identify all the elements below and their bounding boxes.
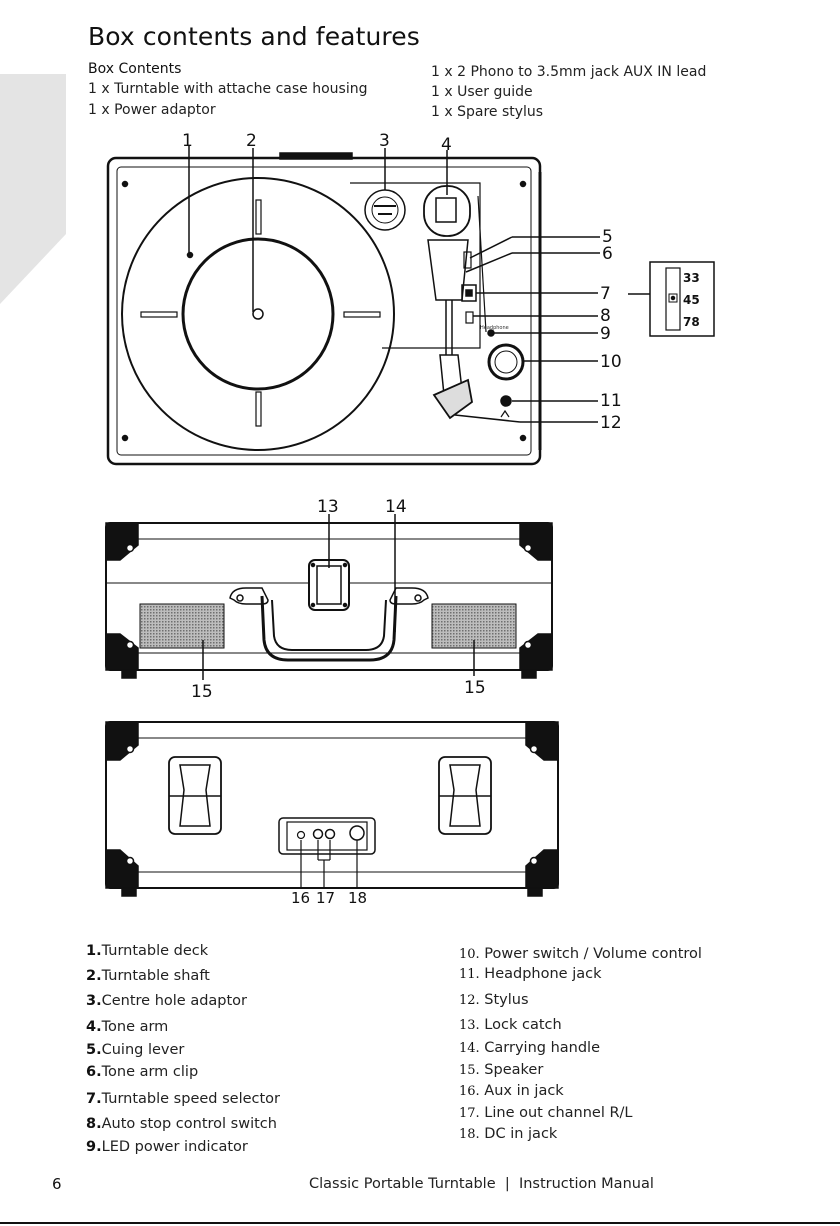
legend-item: 8.Auto stop control switch (86, 1116, 277, 1132)
page-number: 6 (52, 1175, 62, 1193)
legend-item: 3.Centre hole adaptor (86, 993, 248, 1009)
callout-11: 11 (600, 391, 622, 411)
legend-item: 11. Headphone jack (459, 966, 602, 982)
legend-item: 4.Tone arm (86, 1019, 169, 1035)
callout-4: 4 (441, 135, 452, 155)
callout-16: 16 (291, 889, 310, 907)
front-view-diagram (105, 514, 553, 680)
legend-item: 13. Lock catch (459, 1017, 562, 1033)
callout-10: 10 (600, 352, 622, 372)
page-title: Box contents and features (88, 22, 420, 51)
legend-item: 14. Carrying handle (459, 1040, 601, 1056)
callout-17: 17 (316, 889, 335, 907)
footer-product: Classic Portable Turntable (309, 1176, 496, 1192)
legend-item: 15. Speaker (459, 1062, 544, 1078)
speed-option-33: 33 (683, 271, 700, 285)
callout-18: 18 (348, 889, 367, 907)
speed-option-45: 45 (683, 293, 700, 307)
back-view-diagram (105, 721, 559, 897)
callout-13: 13 (317, 497, 339, 517)
box-item: 1 x Turntable with attache case housing (88, 81, 368, 97)
callout-6: 6 (602, 244, 613, 264)
bottom-rule (0, 1222, 840, 1224)
callout-12: 12 (600, 413, 622, 433)
legend-item: 17. Line out channel R/L (459, 1105, 633, 1121)
legend-item: 1.Turntable deck (86, 943, 209, 959)
legend-item: 12. Stylus (459, 992, 529, 1008)
box-item: 1 x 2 Phono to 3.5mm jack AUX IN lead (431, 64, 707, 80)
top-view-diagram (106, 146, 715, 466)
legend-item: 5.Cuing lever (86, 1042, 185, 1058)
box-item: 1 x Spare stylus (431, 104, 544, 120)
callout-3: 3 (379, 131, 390, 151)
box-contents-heading: Box Contents (88, 61, 182, 77)
panel-label: Headphone (480, 325, 509, 331)
legend-item: 10. Power switch / Volume control (459, 946, 702, 962)
side-tab-decoration (0, 74, 66, 304)
callout-15-right: 15 (464, 678, 486, 698)
legend-item: 18. DC in jack (459, 1126, 558, 1142)
legend-item: 16. Aux in jack (459, 1083, 564, 1099)
turntable-diagrams: 33 45 78 Headphone 1 2 3 4 5 6 7 8 9 10 … (105, 131, 715, 907)
callout-5: 5 (602, 227, 613, 247)
legend-item: 2.Turntable shaft (86, 968, 210, 984)
callout-2: 2 (246, 131, 257, 151)
box-item: 1 x Power adaptor (88, 102, 216, 118)
callout-1: 1 (182, 131, 193, 151)
legend-item: 6.Tone arm clip (86, 1064, 199, 1080)
legend-item: 9.LED power indicator (86, 1139, 248, 1155)
footer-doc: Instruction Manual (518, 1176, 654, 1192)
legend-item: 7.Turntable speed selector (86, 1091, 281, 1107)
footer-separator: | (504, 1176, 510, 1192)
callout-15-left: 15 (191, 682, 213, 702)
callout-8: 8 (600, 306, 611, 326)
speed-option-78: 78 (683, 315, 700, 329)
footer-text: Classic Portable Turntable | Instruction… (309, 1176, 654, 1192)
callout-14: 14 (385, 497, 407, 517)
callout-7: 7 (600, 284, 611, 304)
callout-9: 9 (600, 324, 611, 344)
box-item: 1 x User guide (431, 84, 533, 100)
